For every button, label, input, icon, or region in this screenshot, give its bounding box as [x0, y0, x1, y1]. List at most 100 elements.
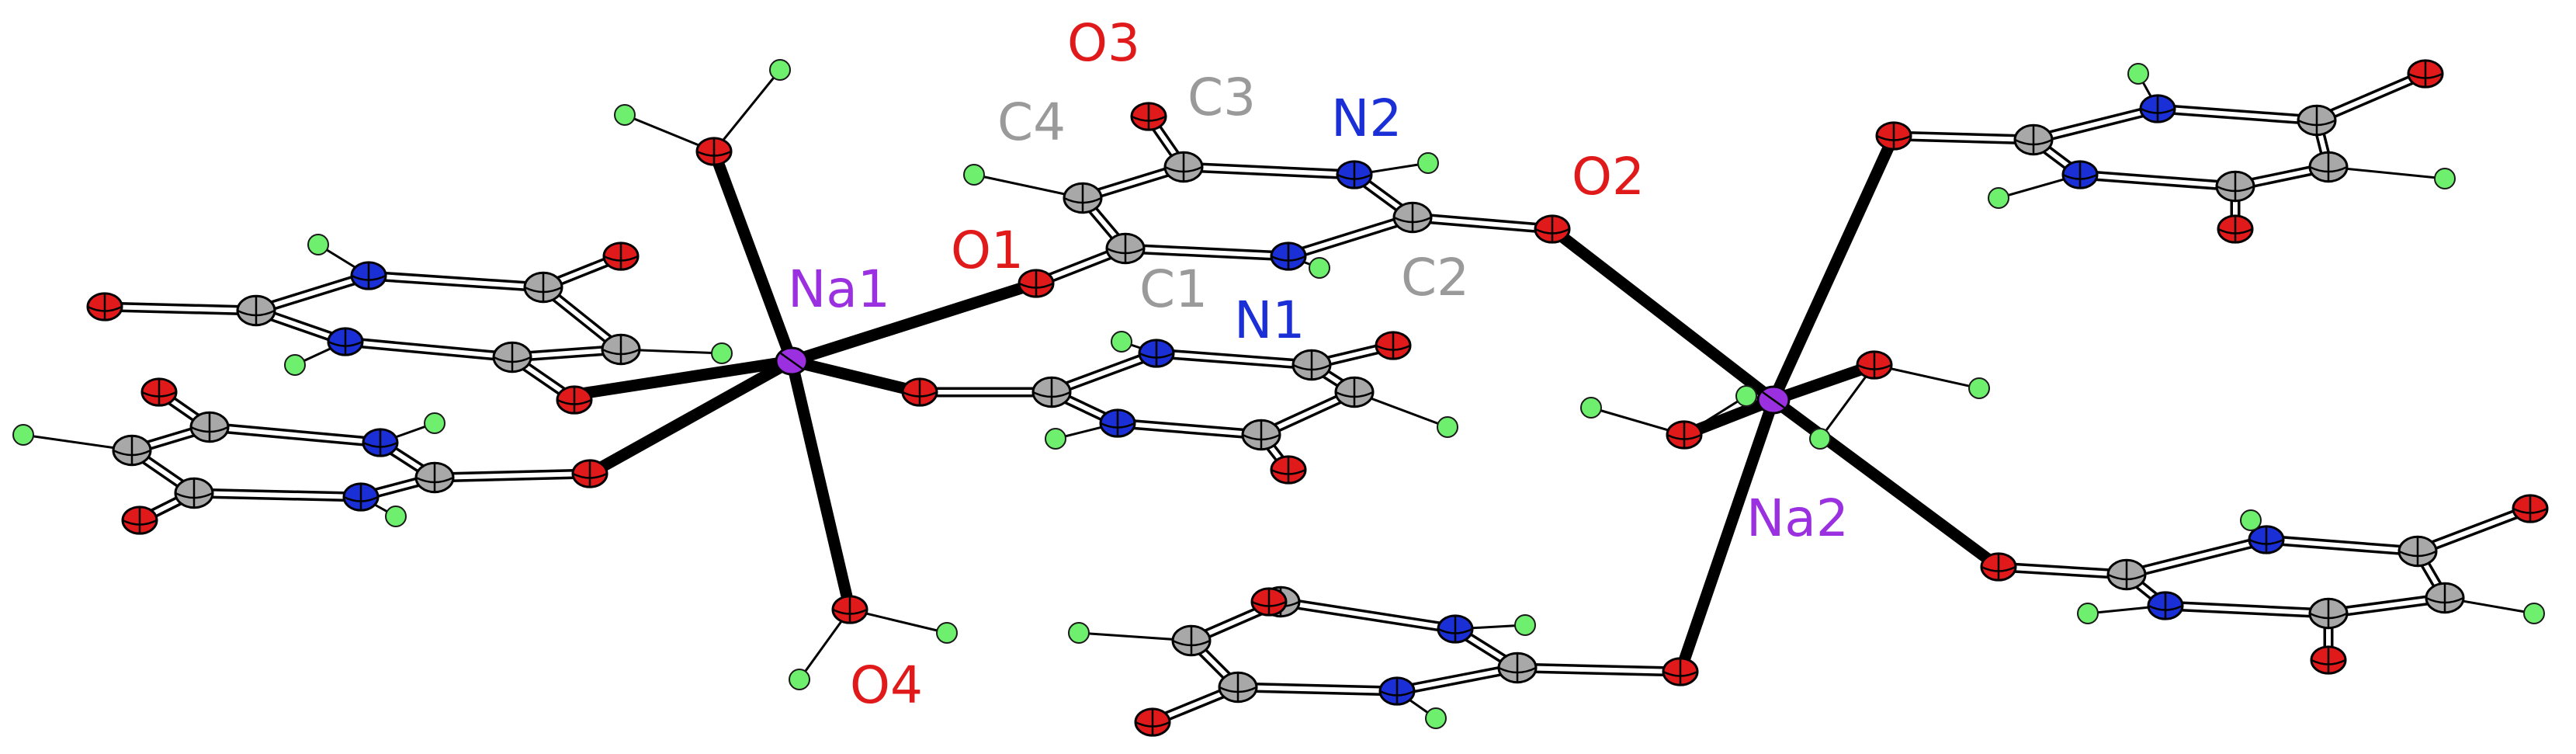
- nitrogen-atom: [1336, 160, 1373, 189]
- oxygen-atom: [2217, 214, 2254, 244]
- oxygen-atom: [1130, 102, 1167, 131]
- carbon-atom: [1218, 671, 1258, 704]
- oxygen-atom: [1534, 214, 1571, 244]
- ring-bond-core: [1154, 351, 1314, 367]
- na-coordination-bond: [708, 145, 798, 367]
- ring-bond-core: [2163, 603, 2331, 616]
- ring-bond-core: [192, 491, 363, 499]
- carbon-atom: [523, 271, 563, 304]
- oxygen-atom: [901, 377, 938, 407]
- carbon-atom: [2308, 151, 2349, 183]
- hydrogen-atom: [963, 164, 985, 186]
- oxygen-atom: [140, 377, 178, 407]
- oxygen-atom: [2512, 494, 2549, 523]
- carbon-atom: [1497, 651, 1538, 684]
- na-coordination-bond: [584, 355, 798, 480]
- hydrogen-atom: [711, 342, 733, 364]
- label-c3: C3: [1187, 68, 1256, 127]
- hydrogen-atom: [1111, 331, 1132, 353]
- oxygen-atom: [1875, 121, 1912, 151]
- carbon-atom: [1334, 376, 1375, 408]
- hydrogen-atom: [2523, 603, 2545, 624]
- nitrogen-atom: [1099, 408, 1136, 438]
- na-coordination-bond: [785, 277, 1042, 367]
- label-c1: C1: [1139, 259, 1208, 319]
- na-coordination-bond: [570, 355, 798, 401]
- hydrogen-atom: [614, 104, 636, 126]
- hydrogen-atom: [284, 354, 306, 376]
- label-na1: Na1: [788, 259, 890, 319]
- label-layer: Na1 Na2 O1 O2 O3 O4 N1 N2 C1 C2 C3 C4: [788, 13, 1849, 715]
- oxygen-atom: [571, 459, 608, 488]
- ring-bond-core: [1410, 215, 1555, 231]
- sodium-atom-axis: [1762, 391, 1785, 409]
- hydrogen-atom: [1309, 257, 1330, 279]
- carbon-atom: [1241, 419, 1281, 451]
- carbon-atom: [2297, 104, 2337, 137]
- ring-bond-core: [1286, 215, 1415, 259]
- oxygen-atom: [2407, 59, 2444, 89]
- carbon-atom: [1063, 182, 1103, 214]
- hydrogen-atom: [1437, 416, 1458, 438]
- na-coordination-bond: [1546, 223, 1780, 406]
- hydrogen-atom: [1417, 152, 1439, 174]
- ring-bond-core: [343, 339, 515, 360]
- hydrogen-atom: [1068, 622, 1090, 644]
- carbon-atom: [1171, 624, 1212, 657]
- carbon-atom: [492, 341, 532, 374]
- nitrogen-atom: [1437, 614, 1474, 644]
- nitrogen-atom: [2147, 591, 2184, 620]
- na-coordination-bond: [1767, 359, 1881, 406]
- hydrogen-atom: [1988, 187, 2009, 209]
- carbon-atom: [1105, 232, 1146, 265]
- ring-bond-core: [2124, 537, 2269, 577]
- sodium-atom-axis: [780, 352, 803, 370]
- label-o3: O3: [1067, 13, 1140, 73]
- ring-bond-core: [1181, 165, 1357, 177]
- hydrogen-atom: [936, 622, 958, 644]
- oxygen-atom: [1856, 350, 1893, 380]
- ring-bond-core: [254, 273, 371, 313]
- ring-bond-core: [1395, 665, 1520, 693]
- oxygen-atom: [121, 506, 158, 535]
- label-o4: O4: [850, 655, 923, 715]
- label-n2: N2: [1331, 89, 1402, 148]
- ring-bond-core: [2155, 106, 2319, 123]
- ring-bond-core: [1115, 421, 1264, 437]
- oxygen-atom: [831, 595, 868, 624]
- nitrogen-atom: [327, 327, 364, 356]
- oxygen-atom: [1375, 331, 1412, 360]
- carbon-atom: [2308, 597, 2349, 630]
- hydrogen-atom: [769, 59, 791, 81]
- oxygen-atom: [1018, 269, 1055, 298]
- carbon-atom: [189, 411, 230, 443]
- hydrogen-atom: [2077, 603, 2099, 624]
- carbon-atom: [2425, 582, 2465, 614]
- carbon-atom: [1163, 151, 1204, 183]
- carbon-atom: [174, 477, 214, 509]
- nitrogen-atom: [1270, 241, 1307, 271]
- sodium-atom: [775, 346, 809, 376]
- carbon-atom: [2215, 170, 2255, 203]
- oxygen-atom: [1980, 552, 2017, 582]
- carbon-atom: [2013, 123, 2054, 156]
- carbon-atom: [236, 294, 276, 327]
- na-coordination-bond: [785, 355, 926, 398]
- carbon-atom: [112, 434, 152, 467]
- hydrogen-atom: [307, 234, 329, 255]
- hydrogen-atom: [1968, 377, 1990, 399]
- nitrogen-atom: [1138, 339, 1175, 368]
- ring-bond-core: [1515, 665, 1683, 674]
- hydrogen-atom: [1580, 397, 1602, 419]
- label-o2: O2: [1572, 147, 1645, 207]
- oxygen-atom: [1134, 707, 1171, 737]
- carbon-atom: [1031, 376, 1072, 408]
- na-coordination-bond: [1767, 130, 1900, 406]
- carbon-atom: [2106, 558, 2147, 591]
- hydrogen-atom: [1514, 614, 1536, 636]
- nitrogen-atom: [2248, 525, 2285, 554]
- oxygen-atom: [602, 241, 640, 271]
- oxygen-atom: [1270, 455, 1307, 485]
- carbon-atom: [601, 333, 641, 366]
- hydrogen-atom: [1735, 385, 1757, 407]
